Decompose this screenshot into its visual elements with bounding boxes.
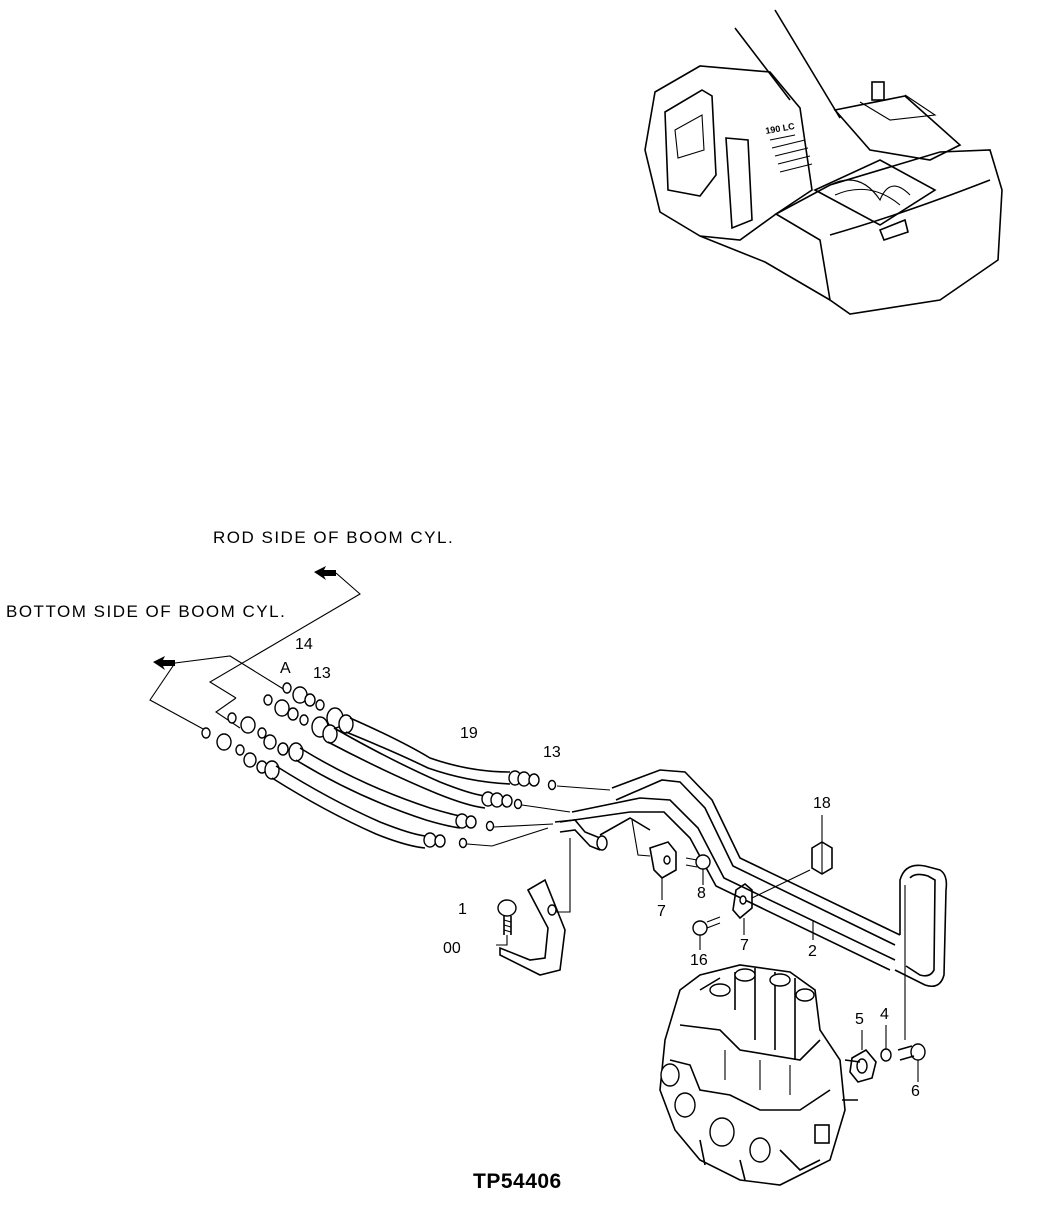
- callout-1: 1: [458, 901, 467, 918]
- callout-7-upper: 7: [657, 903, 666, 920]
- callout-13-right: 13: [543, 744, 561, 761]
- diagram-reference-code: TP54406: [473, 1170, 562, 1193]
- callout-5: 5: [855, 1011, 864, 1028]
- hose-assemblies: [264, 707, 540, 849]
- bottom-side-label: BOTTOM SIDE OF BOOM CYL.: [6, 602, 287, 621]
- clamp-7-upper: [631, 819, 677, 900]
- bottom-side-arrow-icon: [149, 655, 286, 731]
- flange-5: [849, 1030, 877, 1083]
- callout-6: 6: [911, 1083, 920, 1100]
- steel-tube-lines: [554, 769, 948, 1040]
- rod-side-arrow-icon: [208, 566, 361, 699]
- bolt-6: [897, 1043, 926, 1082]
- callout-00: 00: [443, 940, 461, 957]
- block-18: [811, 815, 833, 875]
- callout-13-left: 13: [313, 665, 331, 682]
- bolt-1: [496, 899, 517, 946]
- hose-fittings-cluster: [201, 682, 325, 774]
- callout-8: 8: [697, 885, 706, 902]
- o-rings: [458, 779, 611, 849]
- bracket-00: [499, 838, 571, 976]
- bolt-16: [692, 916, 721, 950]
- clamp-7-lower: [732, 869, 811, 935]
- callout-4: 4: [880, 1006, 889, 1023]
- callout-18: 18: [813, 795, 831, 812]
- excavator-overview-illustration: 190 LC: [644, 9, 1003, 315]
- callout-19: 19: [460, 725, 478, 742]
- callout-16: 16: [690, 952, 708, 969]
- callout-a: A: [280, 660, 291, 677]
- callout-7-lower: 7: [740, 937, 749, 954]
- control-valve-illustration: [659, 964, 861, 1186]
- callout-14: 14: [295, 636, 313, 653]
- rod-side-label: ROD SIDE OF BOOM CYL.: [213, 528, 455, 547]
- callout-2: 2: [808, 943, 817, 960]
- o-ring-4: [880, 1025, 892, 1062]
- bolt-8: [685, 854, 711, 885]
- svg-text:190 LC: 190 LC: [765, 121, 796, 136]
